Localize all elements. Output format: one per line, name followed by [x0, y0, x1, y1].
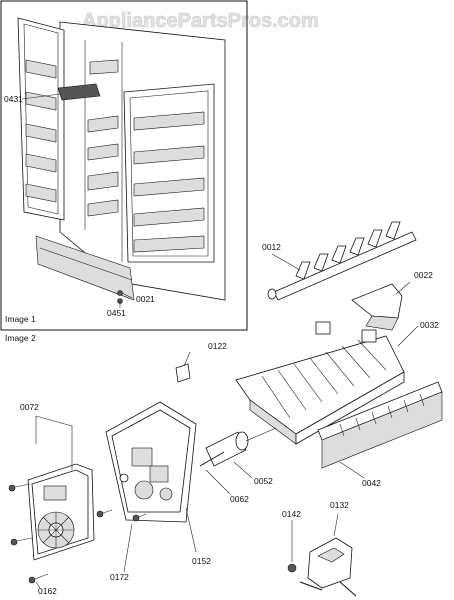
- callout-0022: 0022: [414, 270, 433, 280]
- image2-label: Image 2: [5, 333, 36, 343]
- callout-0142: 0142: [282, 509, 301, 519]
- image2-panel: Image 2 0012 0022: [5, 221, 443, 597]
- callout-0152: 0152: [192, 556, 211, 566]
- callout-0052: 0052: [254, 476, 273, 486]
- callout-0172: 0172: [110, 572, 129, 582]
- grille-panel: [35, 235, 135, 301]
- screws-part: [8, 483, 147, 589]
- callout-0451: 0451: [107, 308, 126, 318]
- fresh-food-door: [123, 83, 215, 263]
- callout-0032: 0032: [420, 320, 439, 330]
- nut-part: [287, 520, 297, 573]
- image1-label: Image 1: [5, 314, 36, 324]
- interior-shelves: [87, 59, 119, 217]
- front-cover-part: [27, 415, 95, 561]
- image1-panel: Image 1: [0, 0, 248, 331]
- shaft-part: [205, 427, 277, 479]
- control-housing-part: [105, 401, 197, 553]
- callout-0162: 0162: [38, 586, 57, 596]
- ice-chute-part: [57, 83, 101, 101]
- clip-part: [175, 351, 191, 383]
- watermark-text: AppliancePartsPros.com: [82, 10, 319, 32]
- refrigerator-drawing: [17, 17, 226, 308]
- spring-part: [199, 451, 231, 495]
- ice-mold-part: [235, 321, 419, 445]
- callout-0021: 0021: [136, 294, 155, 304]
- freezer-door-bins: [25, 59, 57, 203]
- bracket-part: [351, 281, 411, 331]
- ejector-arm-part: [267, 221, 417, 301]
- callout-0062: 0062: [230, 494, 249, 504]
- callout-0122: 0122: [208, 341, 227, 351]
- image1-frame: [0, 0, 248, 331]
- fresh-food-door-bins: [133, 111, 205, 253]
- shield-cover-part: [317, 381, 443, 479]
- bracket-box-part: [299, 513, 357, 597]
- callout-0042: 0042: [362, 478, 381, 488]
- callout-0431: 0431: [4, 94, 23, 104]
- callout-0012: 0012: [262, 242, 281, 252]
- callout-0072: 0072: [20, 402, 39, 412]
- callout-0132: 0132: [330, 500, 349, 510]
